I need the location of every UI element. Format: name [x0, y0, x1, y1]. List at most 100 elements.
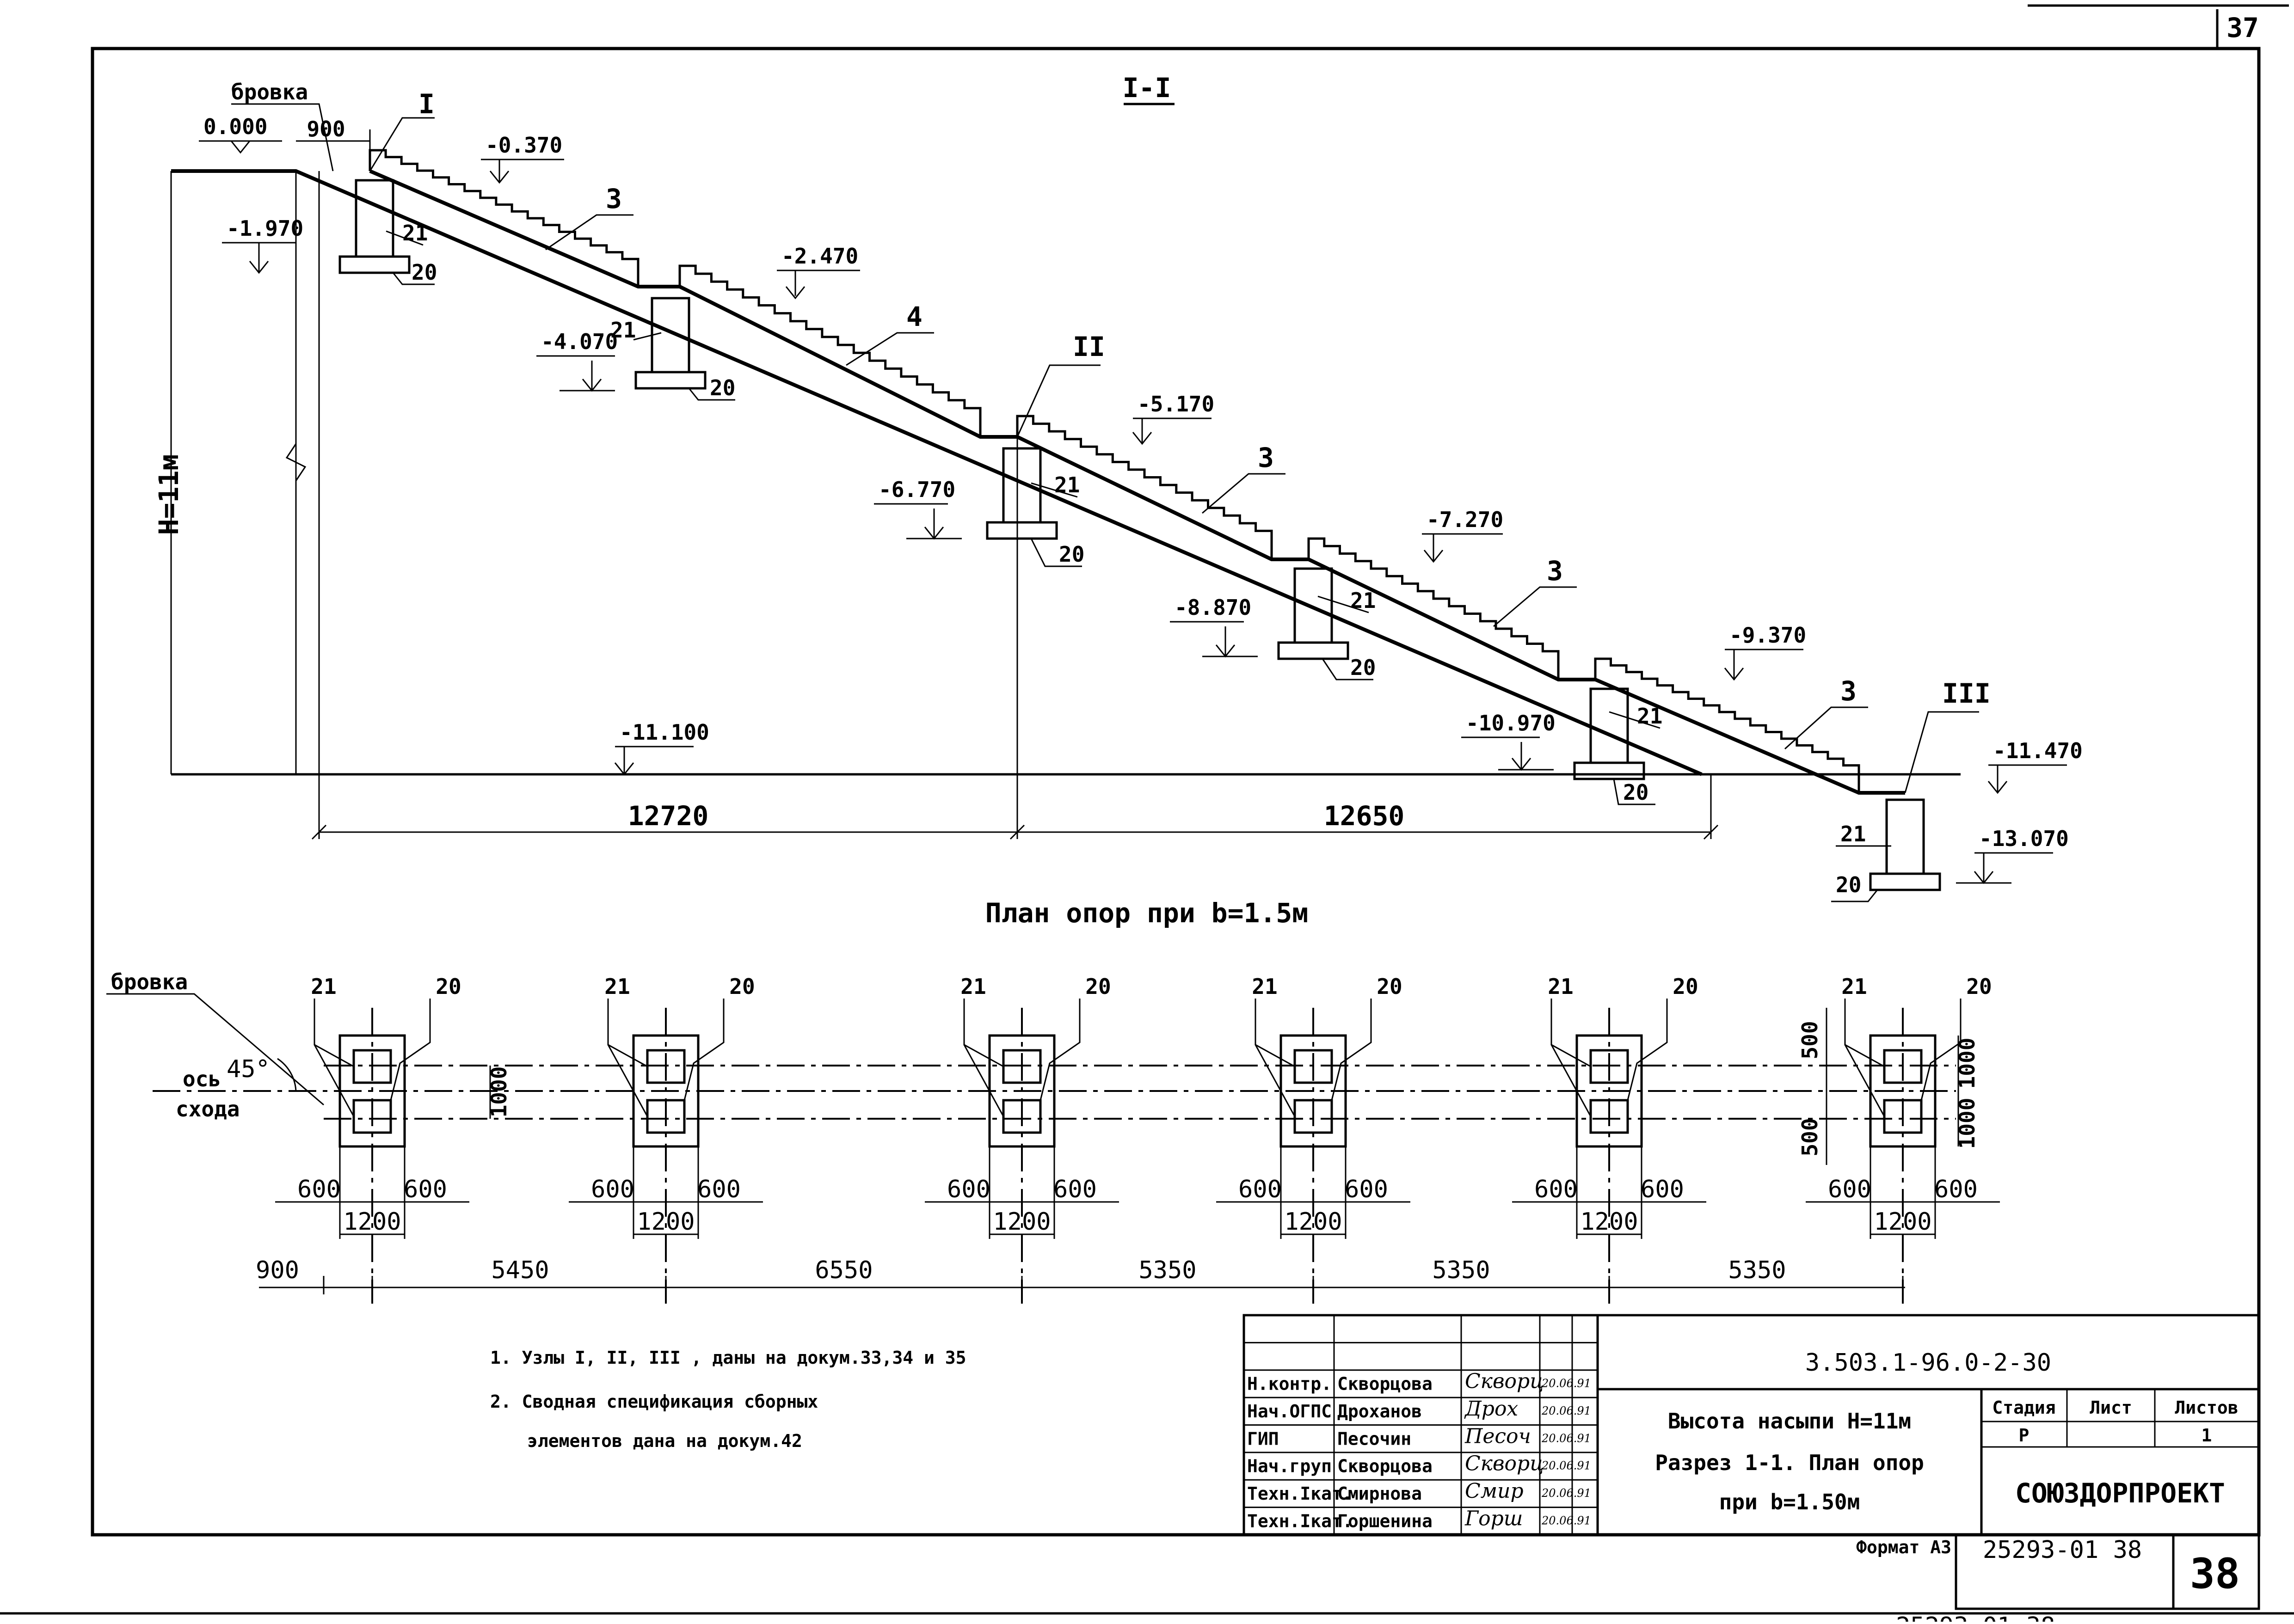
signature-name: Песочин	[1337, 1428, 1411, 1449]
spacing-900: 900	[256, 1256, 299, 1284]
top-page-number: 37	[2226, 12, 2259, 43]
plan-axis-label-1: ось	[183, 1066, 221, 1091]
plan-width-dim: 1200	[1580, 1208, 1638, 1236]
plan-axis-label-2: схода	[176, 1097, 240, 1121]
pos-21d: 21	[1350, 588, 1376, 613]
section-title: I-I	[1123, 72, 1171, 104]
node-label-3: III	[1942, 678, 1991, 709]
title-line-2: Разрез 1-1. План опор	[1655, 1450, 1924, 1475]
elevation-11: -11.100	[620, 720, 709, 745]
elevation-6: -6.770	[879, 477, 955, 502]
dim-12650: 12650	[1324, 800, 1405, 832]
section-dimensions: 900 12720 12650	[296, 116, 1719, 840]
signature-mark: Песоч	[1464, 1424, 1531, 1448]
note-1: 1. Узлы I, II, III , даны на докум.33,34…	[490, 1348, 966, 1368]
signature-role: Техн.Iкат.	[1247, 1483, 1353, 1504]
format-label: Формат А3	[1856, 1537, 1951, 1557]
plan-dim-1000-rb: 1000	[1955, 1098, 1980, 1149]
signature-mark: Дрох	[1464, 1397, 1518, 1421]
plan-side-dim-right: 600	[1345, 1176, 1388, 1203]
spacing-6550: 6550	[815, 1256, 873, 1284]
node-label-1: I	[418, 88, 435, 120]
plan-label-20: 20	[1085, 974, 1111, 999]
support-4	[1277, 567, 1349, 660]
signature-row: Техн.Iкат.Смирнова Смир 20.06.91	[1247, 1479, 1591, 1504]
organization: СОЮЗДОРПРОЕКТ	[2015, 1477, 2225, 1509]
sheets-header: Листов	[2175, 1397, 2238, 1418]
signature-name: Скворцова	[1337, 1374, 1433, 1394]
stage-header: Стадия	[1992, 1397, 2055, 1418]
note-2: 2. Сводная спецификация сборных	[490, 1391, 818, 1412]
elevation-7: -7.270	[1427, 507, 1503, 532]
edge-label: бровка	[231, 80, 308, 104]
spacing-5350a: 5350	[1138, 1256, 1196, 1284]
signature-date: 20.06.91	[1541, 1487, 1591, 1500]
signature-name: Горшенина	[1337, 1511, 1433, 1531]
pos-20a: 20	[412, 260, 437, 285]
plan-label-21: 21	[960, 974, 986, 999]
stage-value: Р	[2019, 1425, 2030, 1446]
plan-side-dim-left: 600	[297, 1176, 341, 1203]
pos-20b: 20	[710, 375, 735, 400]
stair-steps	[369, 149, 1860, 793]
signature-mark: Горш	[1464, 1507, 1523, 1530]
pos-21f: 21	[1840, 821, 1866, 846]
pos-3a: 3	[606, 183, 622, 214]
plan-label-21: 21	[1252, 974, 1277, 999]
elevation-2: -1.970	[227, 216, 303, 241]
signature-date: 20.06.91	[1541, 1404, 1591, 1417]
plan-side-dim-right: 600	[1641, 1176, 1684, 1203]
plan-spacing-dims: 900 5450 6550 5350 5350 5350	[256, 1256, 1905, 1294]
pos-20d: 20	[1350, 655, 1376, 680]
support-1	[338, 179, 411, 274]
plan-side-dim-right: 600	[1934, 1176, 1978, 1203]
plan-width-dim: 1200	[993, 1208, 1051, 1236]
note-2-cont: элементов дана на докум.42	[527, 1431, 802, 1451]
elevation-0: 0.000	[203, 114, 267, 139]
plan-side-dim-right: 600	[697, 1176, 741, 1203]
title-line-1: Высота насыпи H=11м	[1668, 1409, 1911, 1434]
spacing-5350c: 5350	[1728, 1256, 1786, 1284]
node-label-2: II	[1073, 331, 1105, 362]
plan-label-21: 21	[311, 974, 336, 999]
dim-12720: 12720	[628, 800, 709, 832]
signature-mark: Смир	[1465, 1479, 1524, 1503]
elevation-8: -8.870	[1175, 595, 1251, 620]
sheet-frame	[0, 4, 2294, 1615]
plan-label-20: 20	[1377, 974, 1402, 999]
plan-angle: 45°	[227, 1055, 270, 1083]
plan-dim-500-bottom: 500	[1797, 1118, 1822, 1156]
plan-side-dim-right: 600	[1053, 1176, 1097, 1203]
signature-mark: Скворц	[1465, 1452, 1544, 1476]
spacing-5450: 5450	[491, 1256, 549, 1284]
pos-20e: 20	[1623, 780, 1648, 805]
support-5	[1573, 687, 1645, 780]
signature-role: Нач.ОГПС	[1247, 1401, 1332, 1422]
signature-name: Дроханов	[1337, 1401, 1422, 1422]
plan-label-20: 20	[729, 974, 755, 999]
plan-side-dim-left: 600	[1534, 1176, 1578, 1203]
signature-name: Смирнова	[1337, 1483, 1422, 1504]
height-label: H=11м	[153, 454, 185, 535]
signature-mark: Скворц	[1465, 1370, 1544, 1393]
plan-label-20: 20	[1966, 974, 1992, 999]
plan-width-dim: 1200	[343, 1208, 401, 1236]
elevation-13: -13.070	[1979, 826, 2069, 851]
elevation-marks: 0.000 -0.370 -1.970 -2.470 -4.070 -5.170…	[199, 114, 2083, 884]
pos-4: 4	[906, 301, 923, 332]
plan-label-20: 20	[1673, 974, 1698, 999]
plan-dim-500-top: 500	[1797, 1021, 1822, 1059]
plan-dim-1000-left: 1000	[486, 1066, 511, 1118]
plan-view: План опор при b=1.5м бровка ось схода 45…	[106, 897, 2000, 1304]
signature-date: 20.06.91	[1541, 1459, 1591, 1472]
elevation-10: -10.970	[1466, 711, 1556, 735]
